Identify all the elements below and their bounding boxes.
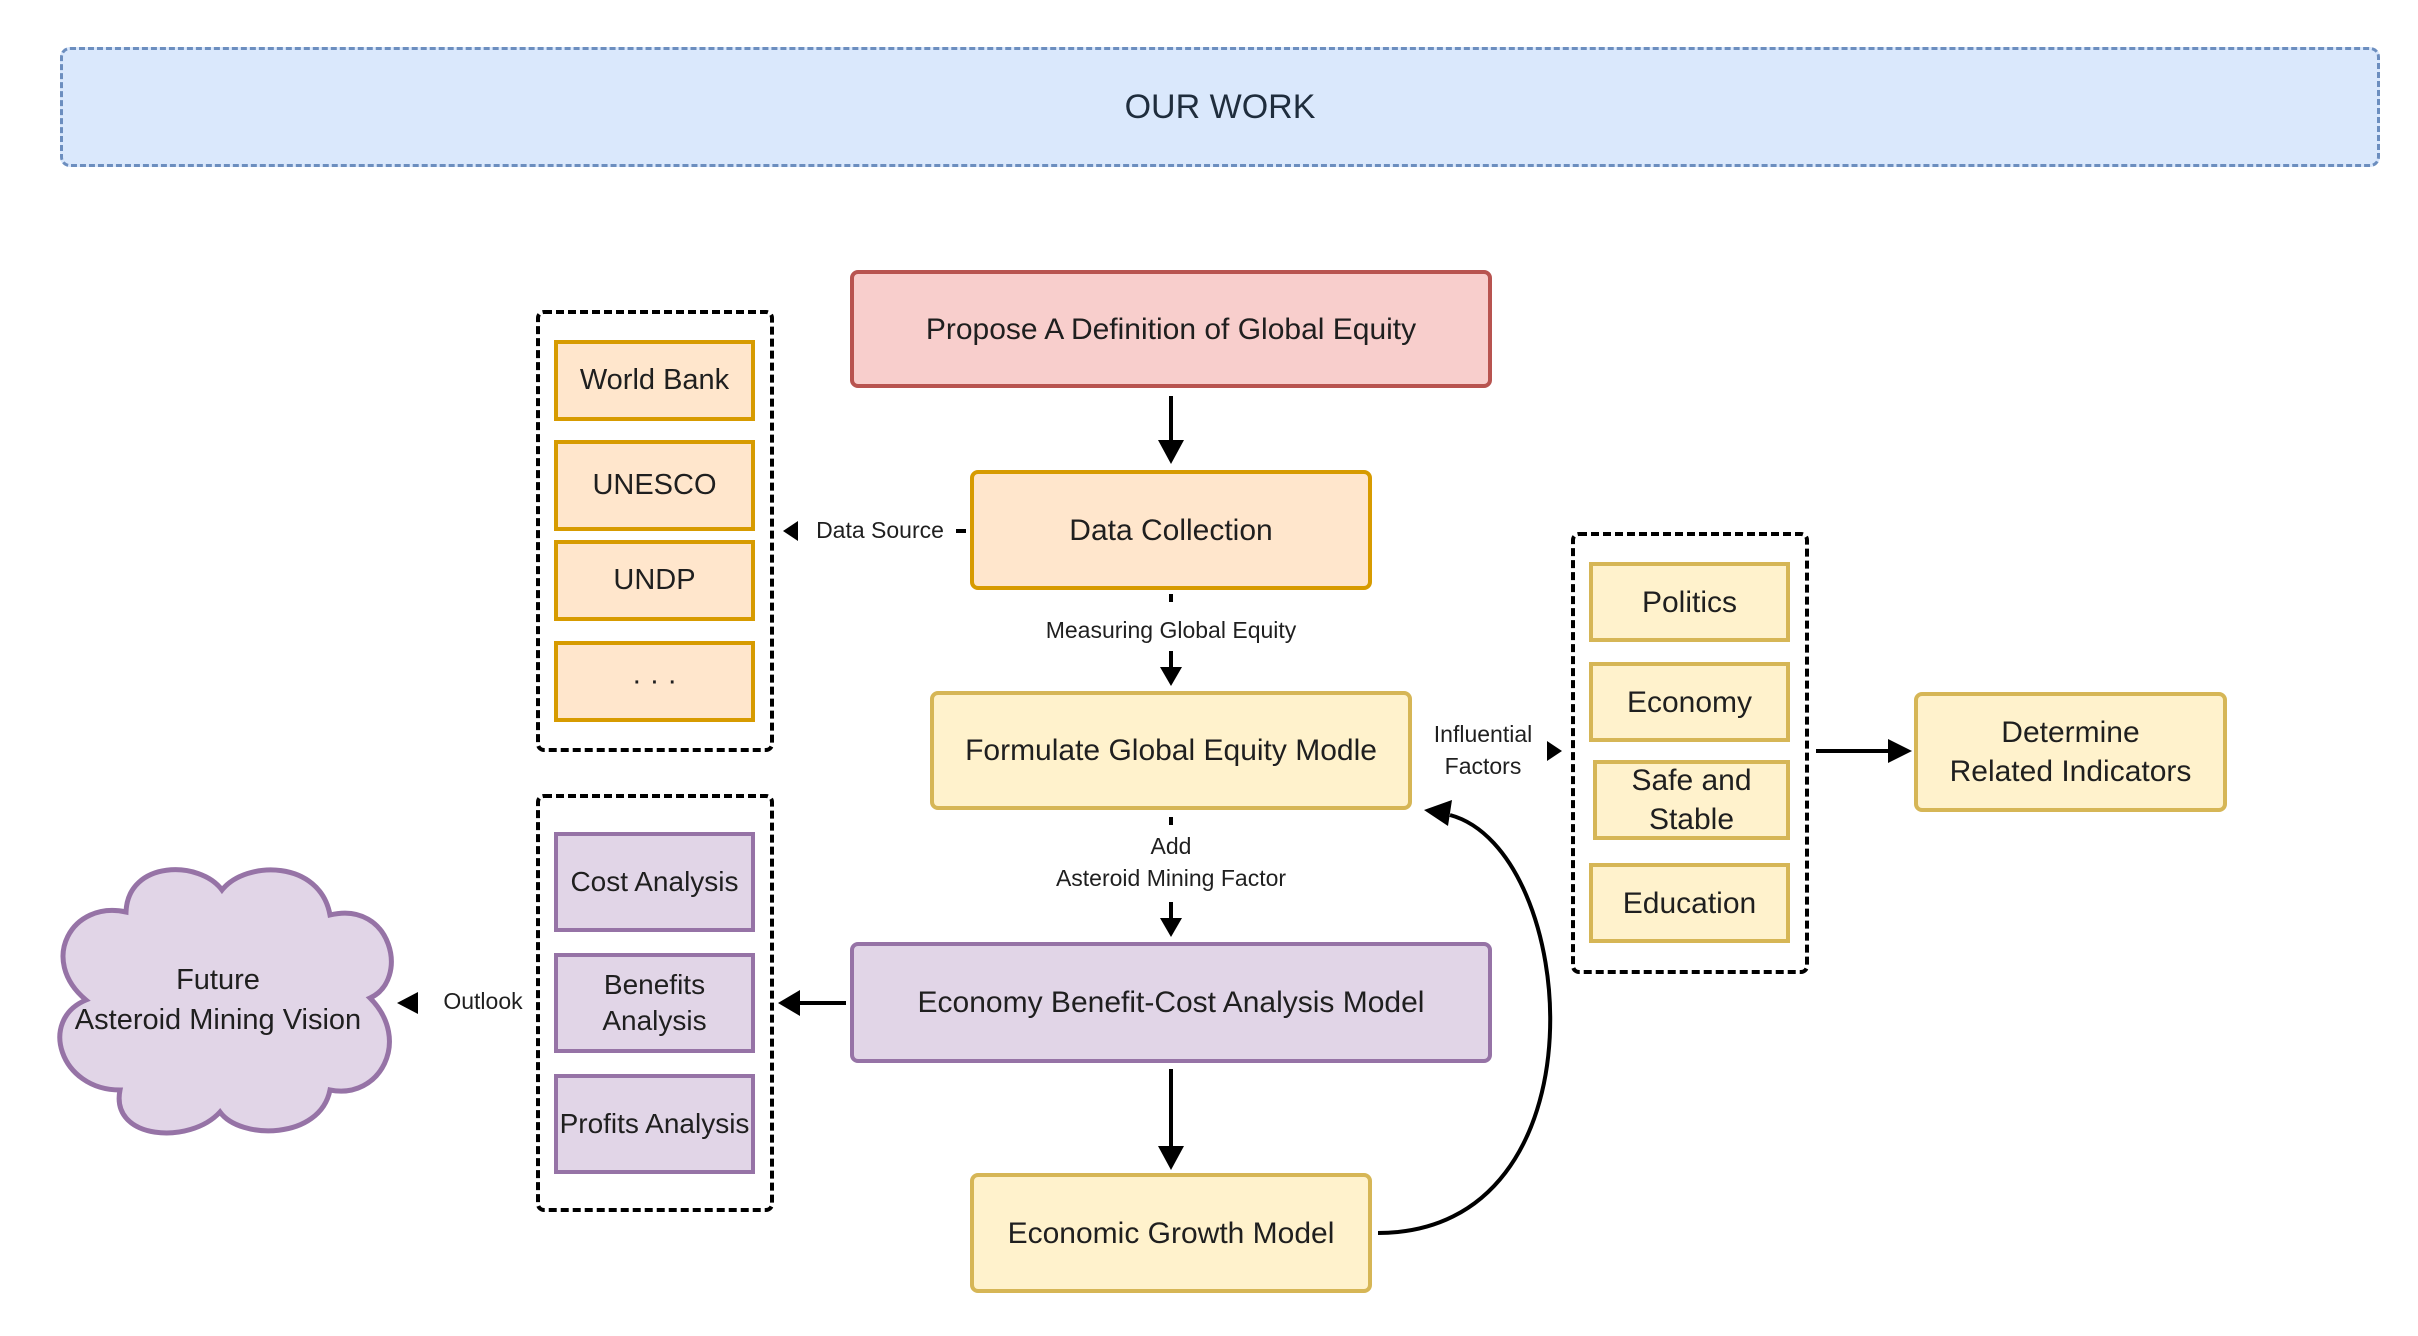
label-data-source: Data Source <box>816 517 944 543</box>
arrow-growth-feedback <box>1377 800 1553 1235</box>
page-banner: OUR WORK <box>60 47 2380 167</box>
determine-indicators-box[interactable]: Determine Related Indicators <box>1914 692 2227 812</box>
factor-safe-and-stable[interactable]: Safe and Stable <box>1593 760 1790 840</box>
arrow-measuring-global-equity <box>1160 594 1182 686</box>
label-influential-factors: Influential Factors <box>1433 721 1533 780</box>
label-measuring-global-equity: Measuring Global Equity <box>1045 617 1297 643</box>
analysis-benefits[interactable]: Benefits Analysis <box>554 953 755 1053</box>
label-add-asteroid-mining-factor: Add Asteroid Mining Factor <box>1055 833 1287 892</box>
analysis-profits[interactable]: Profits Analysis <box>554 1074 755 1174</box>
arrow-factors-to-indicators <box>1816 739 1912 763</box>
future-vision-label: Future Asteroid Mining Vision <box>74 964 362 1037</box>
arrow-outlook <box>397 992 418 1014</box>
arrow-benefit-cost-to-growth <box>1158 1069 1184 1170</box>
analyses-group <box>536 794 774 1212</box>
factor-economy[interactable]: Economy <box>1589 662 1790 742</box>
benefit-cost-model-box[interactable]: Economy Benefit-Cost Analysis Model <box>850 942 1492 1063</box>
influential-factors-group <box>1571 532 1809 974</box>
arrow-benefit-cost-to-analyses <box>778 990 846 1016</box>
factor-education[interactable]: Education <box>1589 863 1790 943</box>
data-sources-group <box>536 310 774 752</box>
arrow-propose-to-data-collection <box>1158 396 1184 464</box>
formulate-model-box[interactable]: Formulate Global Equity Modle <box>930 691 1412 810</box>
future-vision-cloud <box>57 867 394 1136</box>
factor-politics[interactable]: Politics <box>1589 562 1790 642</box>
source-more[interactable]: · · · <box>554 641 755 722</box>
source-world-bank[interactable]: World Bank <box>554 340 755 421</box>
propose-definition-box[interactable]: Propose A Definition of Global Equity <box>850 270 1492 388</box>
arrow-influential-factors <box>1547 741 1562 761</box>
label-outlook: Outlook <box>443 988 523 1014</box>
data-collection-box[interactable]: Data Collection <box>970 470 1372 590</box>
source-undp[interactable]: UNDP <box>554 540 755 621</box>
arrow-add-asteroid-mining-factor <box>1160 817 1182 937</box>
analysis-cost[interactable]: Cost Analysis <box>554 832 755 932</box>
source-unesco[interactable]: UNESCO <box>554 440 755 531</box>
arrow-data-source <box>783 521 966 541</box>
economic-growth-model-box[interactable]: Economic Growth Model <box>970 1173 1372 1293</box>
